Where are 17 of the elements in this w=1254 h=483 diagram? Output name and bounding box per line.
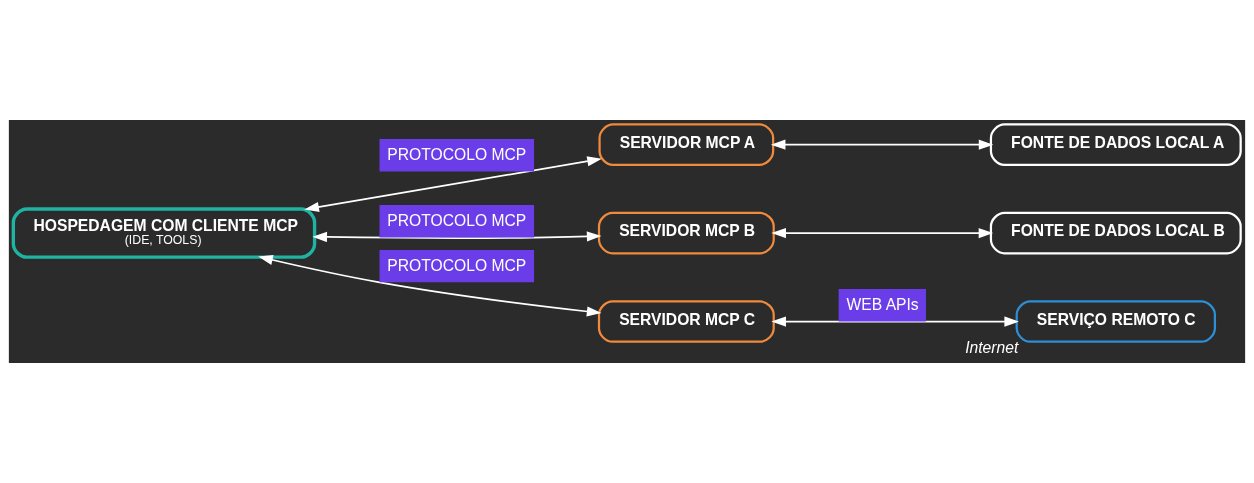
edge-label: PROTOCOLO MCP [387, 145, 527, 163]
node-box: SERVIDOR MCP B [597, 211, 775, 255]
arrow [304, 156, 602, 212]
arrow [771, 316, 1019, 327]
node-box: SERVIDOR MCP C [597, 300, 775, 343]
edge-label: PROTOCOLO MCP [387, 212, 527, 230]
arrow [258, 255, 602, 317]
edge-label: PROTOCOLO MCP [387, 256, 527, 274]
node-box: SERVIDOR MCP A [598, 123, 775, 166]
arrow [312, 231, 602, 243]
node-box: HOSPEDAGEM COM CLIENTE MCP (IDE, TOOLS) [11, 207, 317, 259]
node-box: FONTE DE DADOS LOCAL B [989, 211, 1242, 255]
arrow [771, 228, 994, 239]
node-box: FONTE DE DADOS LOCAL A [989, 123, 1242, 166]
node-box: SERVIÇO REMOTO C [1015, 300, 1216, 343]
edge-label: WEB APIs [846, 296, 919, 314]
arrow [770, 139, 994, 150]
